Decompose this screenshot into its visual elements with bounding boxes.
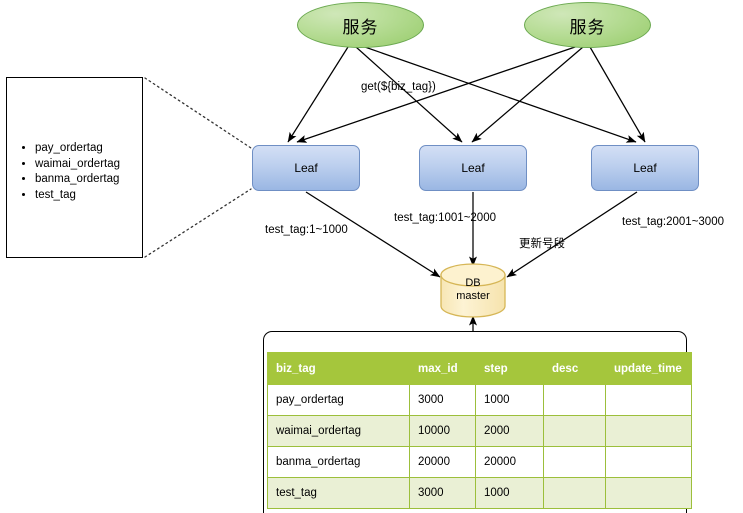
- column-header-biz-tag: biz_tag: [267, 352, 410, 385]
- cell-update-time: [605, 384, 692, 416]
- biz-tag-list: pay_ordertag waimai_ordertag banma_order…: [35, 141, 120, 203]
- db-master-label: DB master: [441, 277, 505, 303]
- list-item: banma_ordertag: [35, 172, 120, 188]
- service-node-label: 服务: [569, 17, 606, 37]
- table-header-row: biz_tag max_id step desc update_time: [267, 352, 692, 385]
- cell-biz-tag: waimai_ordertag: [267, 415, 410, 447]
- cell-max-id: 3000: [409, 384, 476, 416]
- edge-label-get-call: get(${biz_tag}): [361, 81, 436, 93]
- dotted-connector-group: [144, 77, 252, 258]
- leaf-node-label: Leaf: [633, 161, 657, 175]
- list-item: pay_ordertag: [35, 141, 120, 157]
- column-header-desc: desc: [543, 352, 606, 385]
- service-to-leaf-arrows: [287, 45, 646, 143]
- cell-max-id: 20000: [409, 446, 476, 478]
- list-item: waimai_ordertag: [35, 157, 120, 173]
- cell-step: 20000: [475, 446, 544, 478]
- cell-biz-tag: pay_ordertag: [267, 384, 410, 416]
- leaf-node-label: Leaf: [294, 161, 318, 175]
- edge-label-range-middle: test_tag:1001~2000: [394, 212, 496, 224]
- leaf-node-3[interactable]: Leaf: [591, 145, 699, 191]
- cell-update-time: [605, 415, 692, 447]
- table-row: pay_ordertag 3000 1000: [267, 384, 692, 416]
- leaf-alloc-table: biz_tag max_id step desc update_time pay…: [267, 352, 692, 509]
- leaf-node-1[interactable]: Leaf: [252, 145, 360, 191]
- list-item: test_tag: [35, 188, 120, 204]
- table-row: test_tag 3000 1000: [267, 477, 692, 509]
- edge-label-update-segment: 更新号段: [519, 238, 565, 250]
- column-header-update-time: update_time: [605, 352, 692, 385]
- leaf-node-label: Leaf: [461, 161, 485, 175]
- service-node-1[interactable]: 服务: [297, 2, 424, 48]
- edge-label-range-left: test_tag:1~1000: [265, 224, 348, 236]
- cell-desc: [543, 446, 606, 478]
- service-node-2[interactable]: 服务: [524, 2, 651, 48]
- cell-desc: [543, 384, 606, 416]
- edge-label-range-right: test_tag:2001~3000: [622, 216, 724, 228]
- cell-max-id: 10000: [409, 415, 476, 447]
- db-master-line2: master: [456, 290, 490, 302]
- column-header-step: step: [475, 352, 544, 385]
- cell-biz-tag: banma_ordertag: [267, 446, 410, 478]
- service-node-label: 服务: [342, 17, 379, 37]
- cell-step: 1000: [475, 384, 544, 416]
- cell-step: 2000: [475, 415, 544, 447]
- table-row: banma_ordertag 20000 20000: [267, 446, 692, 478]
- cell-biz-tag: test_tag: [267, 477, 410, 509]
- leaf-node-2[interactable]: Leaf: [419, 145, 527, 191]
- cell-desc: [543, 415, 606, 447]
- cell-update-time: [605, 446, 692, 478]
- db-master-node[interactable]: DB master: [441, 264, 505, 317]
- table-row: waimai_ordertag 10000 2000: [267, 415, 692, 447]
- db-master-line1: DB: [465, 277, 481, 289]
- cell-update-time: [605, 477, 692, 509]
- biz-tag-list-box: pay_ordertag waimai_ordertag banma_order…: [6, 77, 143, 258]
- cell-desc: [543, 477, 606, 509]
- column-header-max-id: max_id: [409, 352, 476, 385]
- cell-max-id: 3000: [409, 477, 476, 509]
- cell-step: 1000: [475, 477, 544, 509]
